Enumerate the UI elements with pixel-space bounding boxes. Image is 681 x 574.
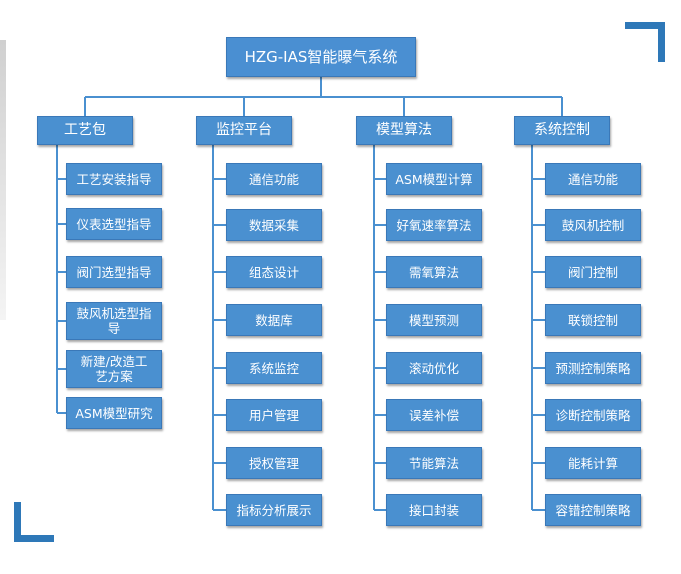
item-asm-model-research: ASM模型研究 (66, 397, 162, 429)
item-blower-selection-guide: 鼓风机选型指导 (66, 302, 162, 340)
corner-decoration-top-right (625, 22, 665, 62)
item-system-monitor: 系统监控 (226, 352, 322, 384)
item-error-compensation: 误差补偿 (386, 399, 482, 431)
item-oxygen-demand-algorithm: 需氧算法 (386, 256, 482, 288)
item-fault-tolerant-control-strategy: 容错控制策略 (545, 494, 641, 526)
item-rolling-optimization: 滚动优化 (386, 352, 482, 384)
item-valve-selection-guide: 阀门选型指导 (66, 256, 162, 288)
item-user-management: 用户管理 (226, 399, 322, 431)
left-edge-strip (0, 40, 6, 320)
item-energy-consumption-calc: 能耗计算 (545, 447, 641, 479)
item-asm-model-calc: ASM模型计算 (386, 163, 482, 195)
item-craft-install-guide: 工艺安装指导 (66, 163, 162, 195)
item-blower-control: 鼓风机控制 (545, 209, 641, 241)
item-predictive-control-strategy: 预测控制策略 (545, 352, 641, 384)
item-database: 数据库 (226, 304, 322, 336)
item-diagnostic-control-strategy: 诊断控制策略 (545, 399, 641, 431)
category-system-control: 系统控制 (514, 116, 610, 145)
item-model-prediction: 模型预测 (386, 304, 482, 336)
item-control-comm-function: 通信功能 (545, 163, 641, 195)
item-config-design: 组态设计 (226, 256, 322, 288)
item-authorization-management: 授权管理 (226, 447, 322, 479)
category-monitoring-platform: 监控平台 (196, 116, 292, 145)
category-model-algorithm: 模型算法 (356, 116, 452, 145)
root-node: HZG-IAS智能曝气系统 (226, 37, 416, 77)
item-new-retrofit-plan: 新建/改造工艺方案 (66, 350, 162, 388)
item-instrument-selection-guide: 仪表选型指导 (66, 208, 162, 240)
item-data-acquisition: 数据采集 (226, 209, 322, 241)
item-interface-encapsulation: 接口封装 (386, 494, 482, 526)
item-aerobic-rate-algorithm: 好氧速率算法 (386, 209, 482, 241)
item-interlock-control: 联锁控制 (545, 304, 641, 336)
item-valve-control: 阀门控制 (545, 256, 641, 288)
item-comm-function: 通信功能 (226, 163, 322, 195)
item-energy-saving-algorithm: 节能算法 (386, 447, 482, 479)
category-craft-package: 工艺包 (37, 116, 133, 145)
corner-decoration-bottom-left (14, 502, 54, 542)
item-indicator-analysis: 指标分析展示 (226, 494, 322, 526)
